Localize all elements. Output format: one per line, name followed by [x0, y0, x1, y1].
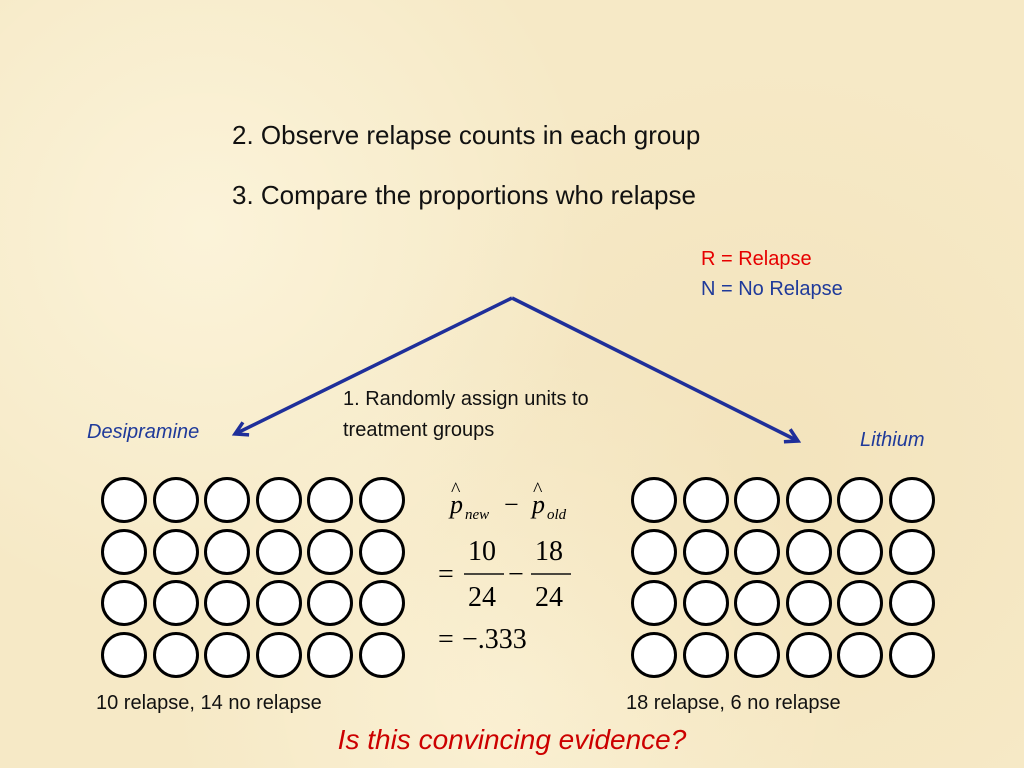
experimental-unit [204, 477, 250, 523]
proportion-difference-formula: ^ p new − ^ p old = 10 24 − 18 24 = −.33… [438, 479, 571, 655]
formula-p-new: p [448, 490, 463, 519]
experimental-unit [631, 631, 677, 678]
legend-no-relapse: N = No Relapse [701, 278, 843, 300]
experimental-unit [152, 631, 199, 678]
formula-minus-1: − [504, 490, 519, 519]
legend-relapse: R = Relapse [701, 248, 812, 270]
formula-numerator-1: 10 [468, 536, 496, 567]
experimental-unit [682, 528, 729, 575]
closing-question: Is this convincing evidence? [337, 724, 687, 755]
arrow-to-desipramine [231, 296, 513, 437]
step-compare: 3. Compare the proportions who relapse [232, 180, 696, 210]
experimental-unit [734, 477, 780, 523]
experimental-unit [255, 580, 302, 626]
experimental-unit [785, 528, 832, 575]
formula-minus-2: − [508, 559, 524, 590]
formula-denominator-2: 24 [535, 582, 563, 613]
experimental-unit [888, 528, 935, 575]
experimental-unit [101, 631, 147, 678]
experimental-unit [307, 528, 353, 575]
formula-equals-2: = [438, 624, 454, 655]
step-observe: 2. Observe relapse counts in each group [232, 120, 701, 150]
experimental-unit [204, 528, 250, 575]
experimental-unit [837, 528, 883, 575]
experimental-unit [682, 580, 729, 626]
experimental-unit [682, 477, 729, 523]
group-label-lithium: Lithium [860, 429, 925, 451]
experimental-unit [152, 528, 199, 575]
assignment-note-line1: 1. Randomly assign units to [343, 388, 589, 410]
experimental-unit [152, 580, 199, 626]
experimental-unit [837, 477, 883, 523]
experimental-unit [307, 477, 353, 523]
experimental-unit [734, 631, 780, 678]
formula-p-old: p [530, 490, 545, 519]
experimental-unit [358, 631, 405, 678]
experimental-unit [358, 580, 405, 626]
experimental-unit [101, 477, 147, 523]
formula-numerator-2: 18 [535, 536, 563, 567]
experimental-unit [152, 477, 199, 523]
experimental-unit [785, 477, 832, 523]
experimental-unit [888, 631, 935, 678]
experimental-unit [255, 528, 302, 575]
formula-equals-1: = [438, 559, 454, 590]
experimental-unit [631, 477, 677, 523]
experimental-unit [255, 477, 302, 523]
formula-sub-old: old [547, 507, 567, 523]
group-label-desipramine: Desipramine [87, 421, 200, 443]
formula-sub-new: new [465, 507, 489, 523]
experimental-unit [785, 631, 832, 678]
experimental-unit [888, 580, 935, 626]
summary-lithium: 18 relapse, 6 no relapse [626, 692, 841, 714]
experimental-unit [101, 528, 147, 575]
experimental-unit [837, 580, 883, 626]
experimental-unit [631, 528, 677, 575]
experimental-unit [204, 631, 250, 678]
arrow-to-lithium [511, 296, 802, 444]
assignment-note-line2: treatment groups [343, 419, 495, 441]
formula-hat-old: ^ [533, 479, 543, 501]
experimental-unit [307, 580, 353, 626]
experimental-unit [255, 631, 302, 678]
experimental-unit [631, 580, 677, 626]
experimental-unit [888, 477, 935, 523]
assignment-note: 1. Randomly assign units to treatment gr… [343, 384, 589, 446]
experimental-unit [358, 528, 405, 575]
experimental-unit [785, 580, 832, 626]
experimental-unit [204, 580, 250, 626]
experimental-unit [307, 631, 353, 678]
summary-desipramine: 10 relapse, 14 no relapse [96, 692, 322, 714]
experimental-unit [837, 631, 883, 678]
experimental-unit [101, 580, 147, 626]
experimental-unit [734, 528, 780, 575]
formula-denominator-1: 24 [468, 582, 496, 613]
experimental-unit [682, 631, 729, 678]
experimental-unit [734, 580, 780, 626]
experimental-unit [358, 477, 405, 523]
formula-result: −.333 [462, 624, 527, 655]
formula-hat-new: ^ [451, 479, 461, 501]
